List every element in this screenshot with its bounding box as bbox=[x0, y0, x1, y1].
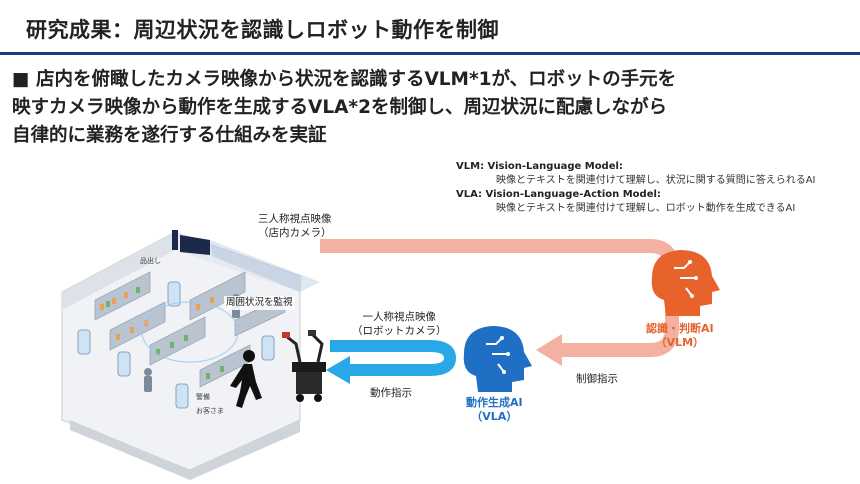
page-title: 研究成果：周辺状況を認識しロボット動作を制御 bbox=[26, 18, 499, 42]
bullet-block: ■ 店内を俯瞰したカメラ映像から状況を認識するVLM*1が、ロボットの手元を 映… bbox=[12, 66, 852, 150]
vla-ai-head-icon bbox=[463, 326, 532, 392]
definitions: VLM: Vision-Language Model: 映像とテキストを関連付け… bbox=[456, 160, 816, 216]
control-command-arrow bbox=[536, 300, 679, 366]
store-illustration bbox=[61, 230, 326, 480]
store-label-customer: お客さま bbox=[196, 407, 224, 415]
third-person-arrow bbox=[320, 239, 679, 270]
bullet-marker: ■ bbox=[12, 69, 30, 90]
store-label-guard: 警備 bbox=[196, 393, 210, 401]
vlm-term: VLM: Vision-Language Model: bbox=[456, 161, 623, 172]
third-person-label: 三人称視点映像 （店内カメラ） bbox=[258, 213, 332, 239]
vla-description: 映像とテキストを関連付けて理解し、ロボット動作を生成できるAI bbox=[496, 203, 796, 214]
bullet-line-1: ■ 店内を俯瞰したカメラ映像から状況を認識するVLM*1が、ロボットの手元を bbox=[12, 69, 677, 90]
title-underline bbox=[0, 52, 860, 55]
store-label-stock: 品出し bbox=[140, 257, 161, 265]
robot-arm-icon bbox=[282, 330, 326, 402]
first-person-label: 一人称視点映像 （ロボットカメラ） bbox=[352, 311, 447, 337]
control-command-label: 制御指示 bbox=[576, 373, 618, 385]
vlm-label: 認識・判断AI （VLM） bbox=[646, 322, 714, 349]
vla-term: VLA: Vision-Language-Action Model: bbox=[456, 189, 661, 200]
walking-person-icon bbox=[230, 350, 262, 408]
store-label-monitor: 周囲状況を監視 bbox=[224, 296, 295, 310]
action-command-label: 動作指示 bbox=[370, 387, 412, 399]
bullet-line-2: 映すカメラ映像から動作を生成するVLA*2を制御し、周辺状況に配慮しながら bbox=[12, 97, 667, 118]
title-bar: 研究成果：周辺状況を認識しロボット動作を制御 bbox=[0, 0, 860, 58]
store-camera-icon bbox=[172, 230, 210, 255]
vla-label: 動作生成AI （VLA） bbox=[466, 396, 523, 423]
vlm-ai-head-icon bbox=[651, 250, 720, 316]
vlm-description: 映像とテキストを関連付けて理解し、状況に関する質問に答えられるAI bbox=[496, 175, 816, 186]
first-person-arrow bbox=[326, 340, 457, 384]
bullet-line-3: 自律的に業務を遂行する仕組みを実証 bbox=[12, 125, 327, 146]
